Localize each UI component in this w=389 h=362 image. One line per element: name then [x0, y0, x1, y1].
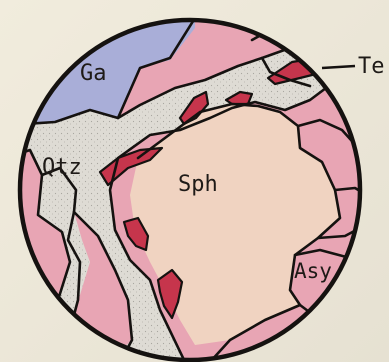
te-leader-line — [322, 66, 355, 68]
label-asy: Asy — [294, 259, 332, 283]
label-ga: Ga — [80, 61, 107, 86]
label-qtz: Qtz — [42, 155, 82, 180]
label-sph: Sph — [178, 172, 218, 197]
label-te: Te — [358, 54, 385, 79]
